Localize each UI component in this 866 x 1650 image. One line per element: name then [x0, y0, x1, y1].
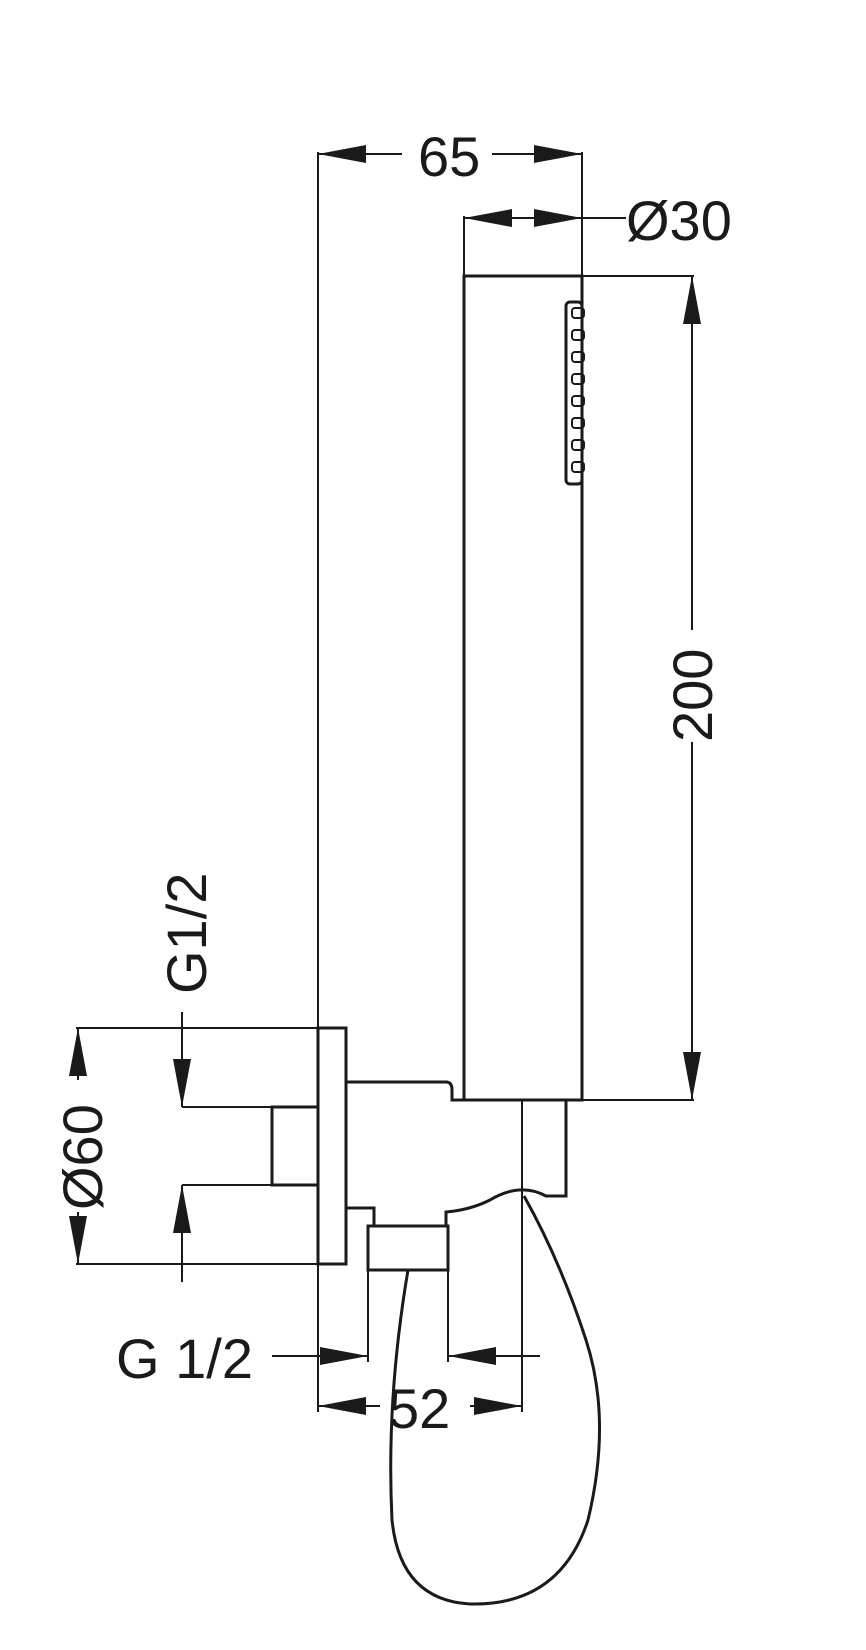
label-65: 65 [418, 125, 480, 188]
holder-body-outline [346, 1080, 568, 1226]
hand-shower-body [462, 274, 584, 1102]
dimension-thread-top: G1/2 [155, 873, 272, 1282]
label-52: 52 [388, 1377, 450, 1440]
wall-rosette [316, 1026, 348, 1266]
label-thread-bottom: G 1/2 [116, 1327, 253, 1390]
dimension-diameter-30: Ø30 [463, 189, 732, 276]
label-diameter-30: Ø30 [626, 189, 732, 252]
hose-connector [366, 1224, 450, 1272]
dimension-diameter-60: Ø60 [51, 1027, 318, 1265]
spray-nozzles [571, 307, 585, 473]
dimension-200: 200 [582, 275, 724, 1101]
label-200: 200 [661, 649, 724, 742]
dimension-52: 52 [317, 1100, 523, 1440]
wall-thread-stub [270, 1105, 320, 1187]
hand-shower [462, 274, 585, 1102]
dimension-65: 65 [317, 125, 583, 1028]
hose-loop [389, 1195, 601, 1606]
spray-nozzle-strip [564, 300, 584, 486]
label-diameter-60: Ø60 [51, 1104, 114, 1210]
dimension-thread-bottom: G 1/2 [116, 1270, 540, 1390]
label-thread-top: G1/2 [155, 873, 218, 994]
wall-holder [270, 1026, 568, 1272]
